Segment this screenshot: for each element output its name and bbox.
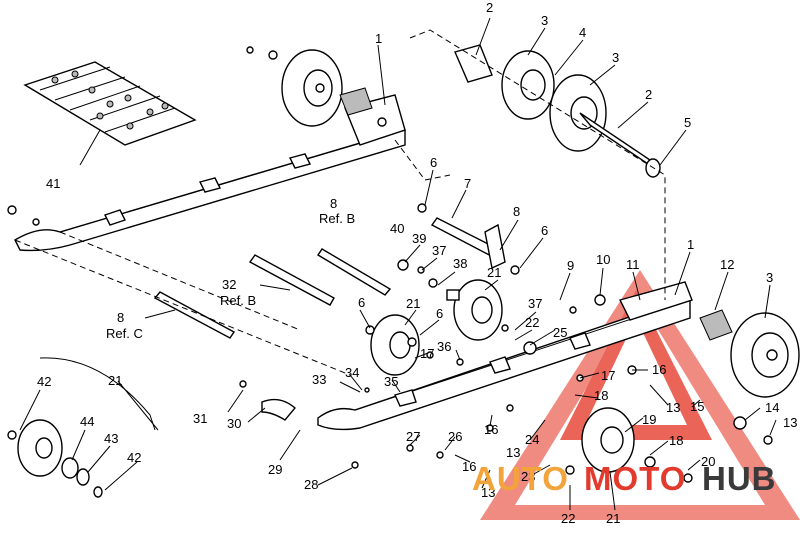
callout-ref-b-b: Ref. B bbox=[220, 293, 256, 308]
callout-6-b: 6 bbox=[541, 223, 548, 238]
lower-slide-rail bbox=[317, 281, 693, 431]
idler-wheel-small bbox=[7, 419, 103, 498]
callout-35: 35 bbox=[384, 374, 398, 389]
callout-14: 14 bbox=[765, 400, 779, 415]
callout-23: 23 bbox=[521, 469, 535, 484]
callout-6-d: 6 bbox=[436, 306, 443, 321]
idler-wheel-center bbox=[370, 314, 420, 376]
callout-27: 27 bbox=[406, 429, 420, 444]
fasteners bbox=[7, 46, 773, 483]
cross-shafts bbox=[153, 217, 506, 339]
callout-10: 10 bbox=[596, 252, 610, 267]
callout-30: 30 bbox=[227, 416, 241, 431]
callout-34: 34 bbox=[345, 365, 359, 380]
callout-37-b: 37 bbox=[528, 296, 542, 311]
callout-32: 32 bbox=[222, 277, 236, 292]
upper-slide-rail bbox=[14, 94, 406, 252]
callout-44: 44 bbox=[80, 414, 94, 429]
callout-13-d: 13 bbox=[506, 445, 520, 460]
callout-42-a: 42 bbox=[37, 374, 51, 389]
callout-2-upper: 2 bbox=[486, 0, 493, 15]
callout-39: 39 bbox=[412, 231, 426, 246]
callout-40: 40 bbox=[390, 221, 404, 236]
reference-lines bbox=[14, 29, 666, 431]
callout-8-c: 8 bbox=[117, 310, 124, 325]
callout-labels: 1 2 3 4 3 2 5 6 7 8 Ref. B 8 6 40 39 37 … bbox=[37, 0, 797, 526]
callout-16-b: 16 bbox=[462, 459, 476, 474]
callout-9: 9 bbox=[567, 258, 574, 273]
callout-8-a: 8 bbox=[330, 196, 337, 211]
callout-20: 20 bbox=[701, 454, 715, 469]
callout-28: 28 bbox=[304, 477, 318, 492]
callout-22-b: 22 bbox=[561, 511, 575, 526]
watermark-part-2: MOTO bbox=[584, 460, 686, 497]
callout-26: 26 bbox=[448, 429, 462, 444]
callout-6-a: 6 bbox=[430, 155, 437, 170]
callout-22-a: 22 bbox=[525, 315, 539, 330]
callout-17-b: 17 bbox=[601, 368, 615, 383]
track-clip-plate bbox=[23, 61, 197, 146]
callout-21-b: 21 bbox=[406, 296, 420, 311]
leader-lines bbox=[19, 17, 777, 511]
callout-36: 36 bbox=[437, 339, 451, 354]
spacer-upper bbox=[339, 87, 373, 116]
callout-1-lower: 1 bbox=[687, 237, 694, 252]
idler-wheel-rear bbox=[699, 309, 800, 398]
callout-21-a: 21 bbox=[487, 265, 501, 280]
idler-wheel-lower bbox=[581, 407, 635, 473]
callout-42-b: 42 bbox=[127, 450, 141, 465]
callout-18-b: 18 bbox=[669, 433, 683, 448]
callout-3-upper-a: 3 bbox=[541, 13, 548, 28]
callout-29: 29 bbox=[268, 462, 282, 477]
watermark-text: AUTO MOTO HUB bbox=[472, 460, 777, 497]
callout-7: 7 bbox=[464, 176, 471, 191]
callout-8-b: 8 bbox=[513, 204, 520, 219]
callout-43: 43 bbox=[104, 431, 118, 446]
watermark-part-1: AUTO bbox=[472, 460, 569, 497]
callout-25: 25 bbox=[553, 325, 567, 340]
callout-11: 11 bbox=[626, 257, 640, 272]
callout-12: 12 bbox=[720, 257, 734, 272]
callout-41: 41 bbox=[46, 176, 60, 191]
idler-wheel-mid bbox=[453, 279, 503, 341]
callout-3-upper-b: 3 bbox=[612, 50, 619, 65]
callout-6-c: 6 bbox=[358, 295, 365, 310]
callout-13-a: 13 bbox=[666, 400, 680, 415]
callout-5: 5 bbox=[684, 115, 691, 130]
shaft-upper bbox=[454, 44, 661, 178]
callout-33: 33 bbox=[312, 372, 326, 387]
watermark-logo bbox=[480, 270, 800, 520]
callout-1-upper: 1 bbox=[375, 31, 382, 46]
watermark-part-3: HUB bbox=[702, 460, 777, 497]
callout-24: 24 bbox=[525, 432, 539, 447]
callout-2-lower: 2 bbox=[645, 87, 652, 102]
callout-19: 19 bbox=[642, 412, 656, 427]
callout-21-c: 21 bbox=[108, 373, 122, 388]
callout-ref-c: Ref. C bbox=[106, 326, 143, 341]
callout-16-c: 16 bbox=[484, 422, 498, 437]
callout-4: 4 bbox=[579, 25, 586, 40]
callout-ref-b-a: Ref. B bbox=[319, 211, 355, 226]
callout-15: 15 bbox=[690, 399, 704, 414]
callout-18-a: 18 bbox=[594, 388, 608, 403]
callout-13-c: 13 bbox=[481, 485, 495, 500]
callout-13-b: 13 bbox=[783, 415, 797, 430]
callout-17-a: 17 bbox=[420, 346, 434, 361]
callout-21-d: 21 bbox=[606, 511, 620, 526]
callout-31: 31 bbox=[193, 411, 207, 426]
callout-38: 38 bbox=[453, 256, 467, 271]
callout-37-a: 37 bbox=[432, 243, 446, 258]
callout-16-a: 16 bbox=[652, 362, 666, 377]
callout-3-rear: 3 bbox=[766, 270, 773, 285]
idler-wheel-upper-left bbox=[281, 49, 343, 127]
